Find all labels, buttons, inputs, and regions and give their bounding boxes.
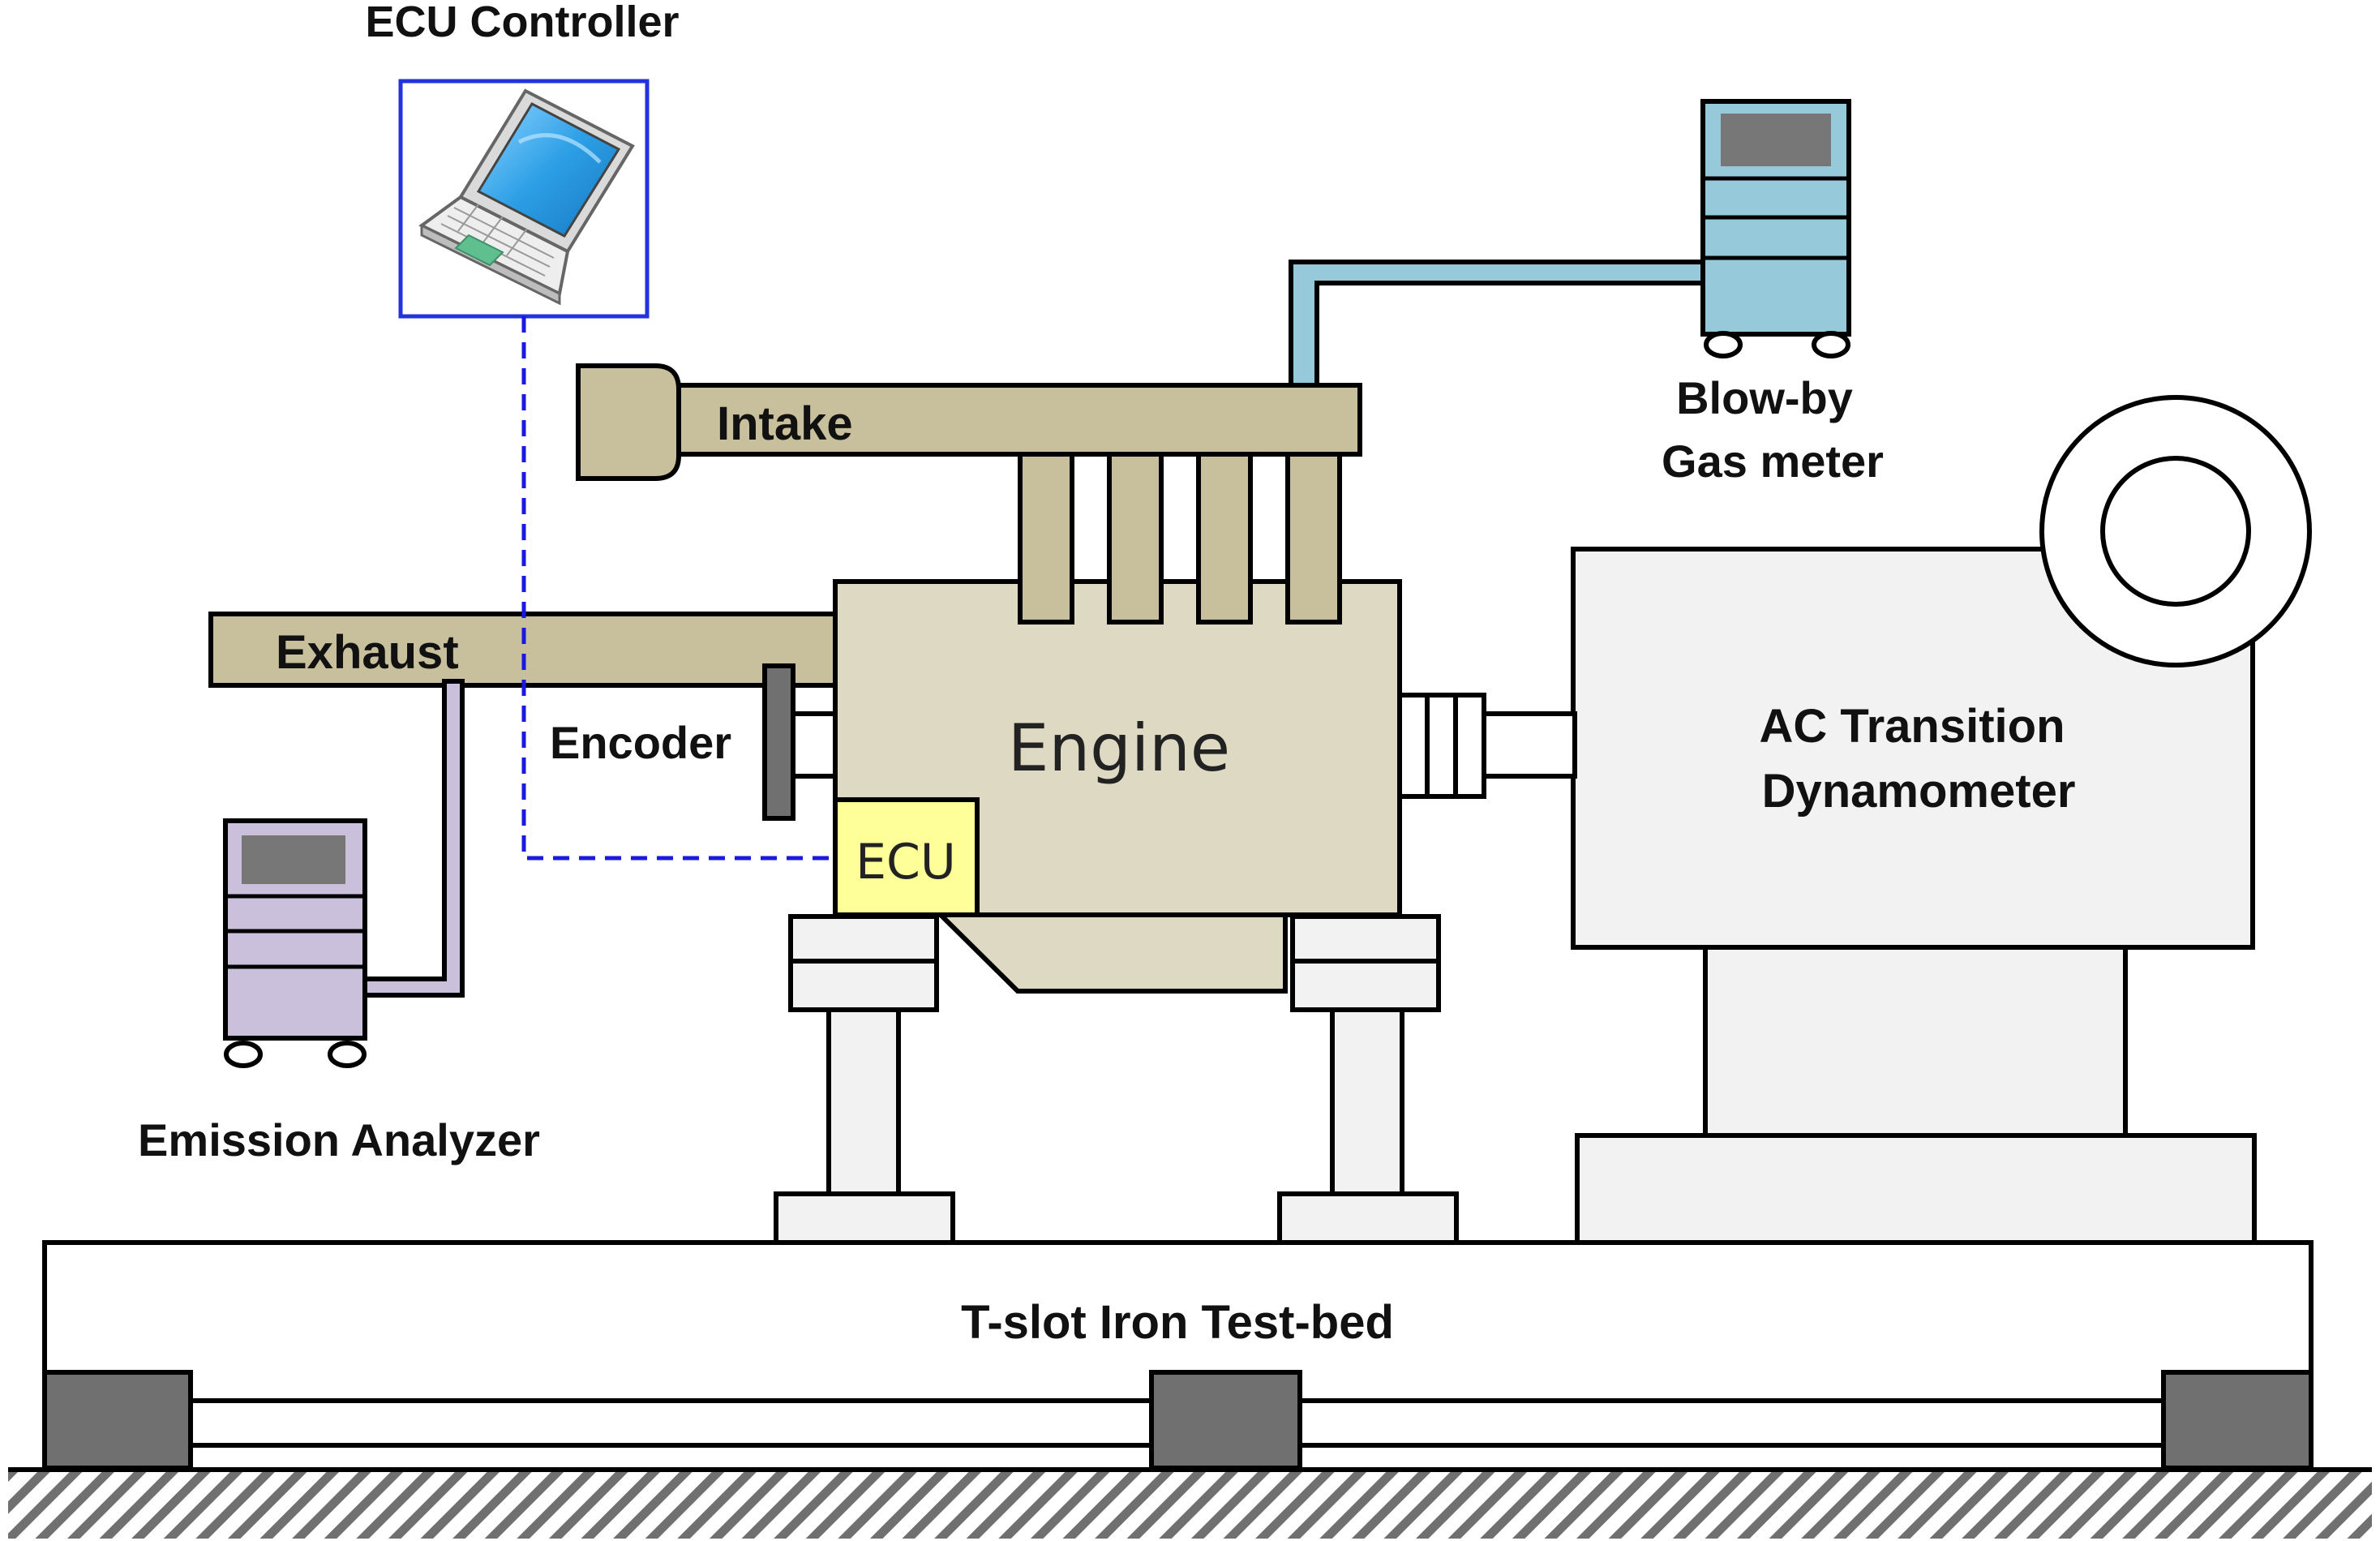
label-dyno-line2: Dynamometer: [1762, 765, 2076, 818]
ecu-box: [833, 797, 980, 917]
ground-hatching: [8, 1470, 2372, 1539]
encoder-shaft: [791, 711, 838, 779]
label-blow-by-line1: Blow-by: [1676, 372, 1853, 423]
label-blow-by-line2: Gas meter: [1662, 436, 1884, 487]
encoder-disc: [762, 663, 795, 821]
label-test-bed: T-slot Iron Test-bed: [961, 1296, 1394, 1349]
engine-stand-left: [774, 914, 955, 1245]
emission-analyzer-hose: [362, 679, 465, 998]
label-encoder: Encoder: [550, 717, 731, 768]
emission-analyzer: [223, 818, 367, 1068]
label-exhaust: Exhaust: [276, 626, 459, 679]
label-emission-analyzer: Emission Analyzer: [138, 1114, 540, 1165]
test-bed-foot-left: [42, 1370, 193, 1470]
label-intake: Intake: [717, 397, 853, 450]
intake-manifold: [576, 363, 1362, 481]
test-bed-foot-right: [2161, 1370, 2314, 1470]
drive-shaft-coupling: [1396, 693, 1577, 799]
intake-air-filter: [576, 363, 681, 481]
laptop-icon: [418, 88, 635, 306]
dynamometer-wheel-inner: [2100, 456, 2251, 607]
blow-by-hose: [1289, 260, 1705, 388]
dynamometer: [1571, 395, 2312, 1245]
label-ecu-controller: ECU Controller: [365, 0, 679, 46]
label-engine: Engine: [1008, 710, 1230, 786]
label-ecu: ECU: [856, 834, 956, 891]
emission-analyzer-screen: [242, 835, 345, 884]
test-bed-foot-center: [1149, 1370, 1302, 1470]
intake-runners: [1018, 449, 1342, 625]
blow-by-meter-screen: [1721, 114, 1831, 166]
oil-pan: [934, 912, 1288, 994]
engine-stand-right: [1277, 914, 1459, 1245]
label-dyno-line1: AC Transition: [1759, 700, 2065, 753]
blow-by-gas-meter: [1700, 99, 1851, 358]
